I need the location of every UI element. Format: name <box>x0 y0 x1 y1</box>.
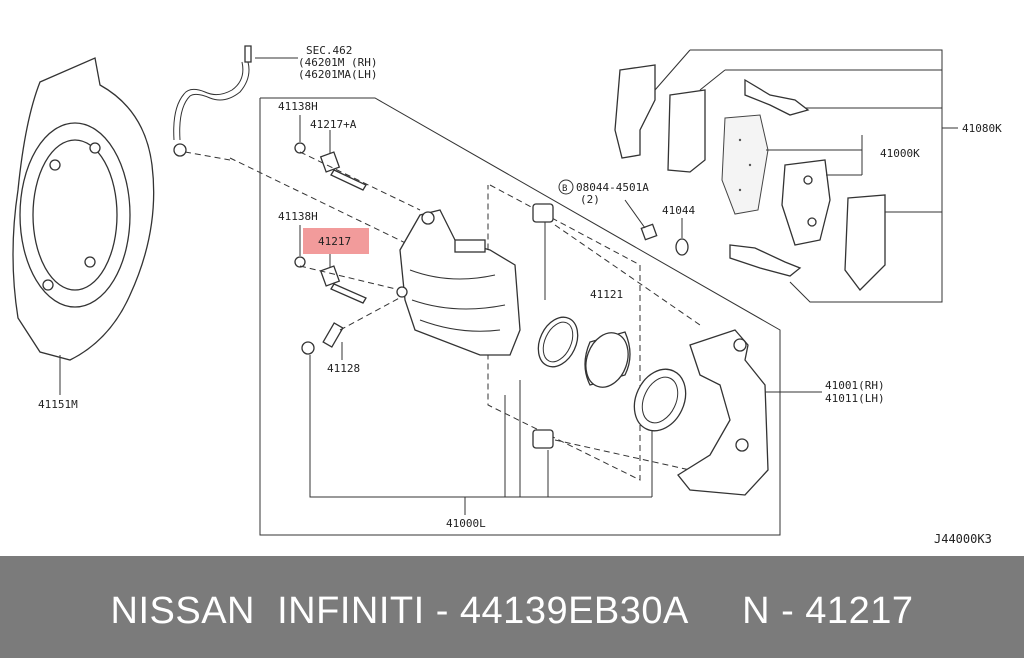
label-pad-kit: 41080K <box>962 122 1002 135</box>
highlight-box <box>303 228 369 254</box>
shim-inner <box>667 89 706 173</box>
brake-hose <box>173 45 421 251</box>
shim-outer <box>614 64 656 159</box>
piston-boot <box>633 368 687 432</box>
footer-part-numbers: NISSAN INFINITI - 44139EB30A N - 41217 <box>110 590 914 632</box>
label-bracket-rh: 41001(RH) <box>825 379 885 392</box>
cap-upper <box>532 203 554 223</box>
shim-right <box>844 194 886 291</box>
label-piston-seal: 41121 <box>590 288 623 301</box>
brake-caliper-diagram: SEC.462 (46201M (RH) (46201MA(LH) 41138H… <box>12 44 1002 546</box>
label-washer: 41044 <box>662 204 695 217</box>
washer <box>675 218 689 256</box>
label-bleeder: 41128 <box>327 362 360 375</box>
caliper-bracket <box>677 329 769 496</box>
label-backing-plate: 41151M <box>38 398 78 411</box>
upper-guide-pin <box>319 130 367 191</box>
bleeder-screw <box>301 322 344 360</box>
backing-plate <box>12 57 155 395</box>
label-bolt-spec-qty: (2) <box>580 193 600 206</box>
upper-bolt <box>294 115 306 154</box>
bracket-bolt <box>624 199 658 241</box>
label-pin-highlighted: 41217 <box>318 235 351 248</box>
label-pads: 41000K <box>880 147 920 160</box>
pad-outer <box>721 114 769 215</box>
anti-rattle-clip-upper <box>744 78 810 116</box>
anti-rattle-clip-lower <box>729 244 802 277</box>
assembly-frame <box>259 97 781 536</box>
label-pin-upper: 41217+A <box>310 118 357 131</box>
footer-bar: NISSAN INFINITI - 44139EB30A N - 41217 <box>0 556 1024 658</box>
label-sec-lh: (46201MA(LH) <box>298 68 377 81</box>
cap-lower <box>532 429 554 449</box>
piston-seal <box>537 316 579 368</box>
label-caliper-body: 41000L <box>446 517 486 530</box>
label-bolt-upper: 41138H <box>278 100 318 113</box>
label-circled-b: B <box>562 184 567 194</box>
label-bolt-spec: 08044-4501A <box>576 181 649 194</box>
label-bracket-lh: 41011(LH) <box>825 392 885 405</box>
label-drawing-code: J44000K3 <box>934 532 992 546</box>
caliper-body <box>396 209 521 356</box>
piston <box>584 331 631 388</box>
lower-bolt <box>294 225 306 268</box>
label-sec: SEC.462 <box>306 44 352 57</box>
label-bolt-lower: 41138H <box>278 210 318 223</box>
lower-guide-pin <box>319 254 367 304</box>
pad-kit-frame <box>690 49 943 303</box>
label-sec-rh: (46201M (RH) <box>298 56 377 69</box>
pad-inner <box>781 159 831 246</box>
